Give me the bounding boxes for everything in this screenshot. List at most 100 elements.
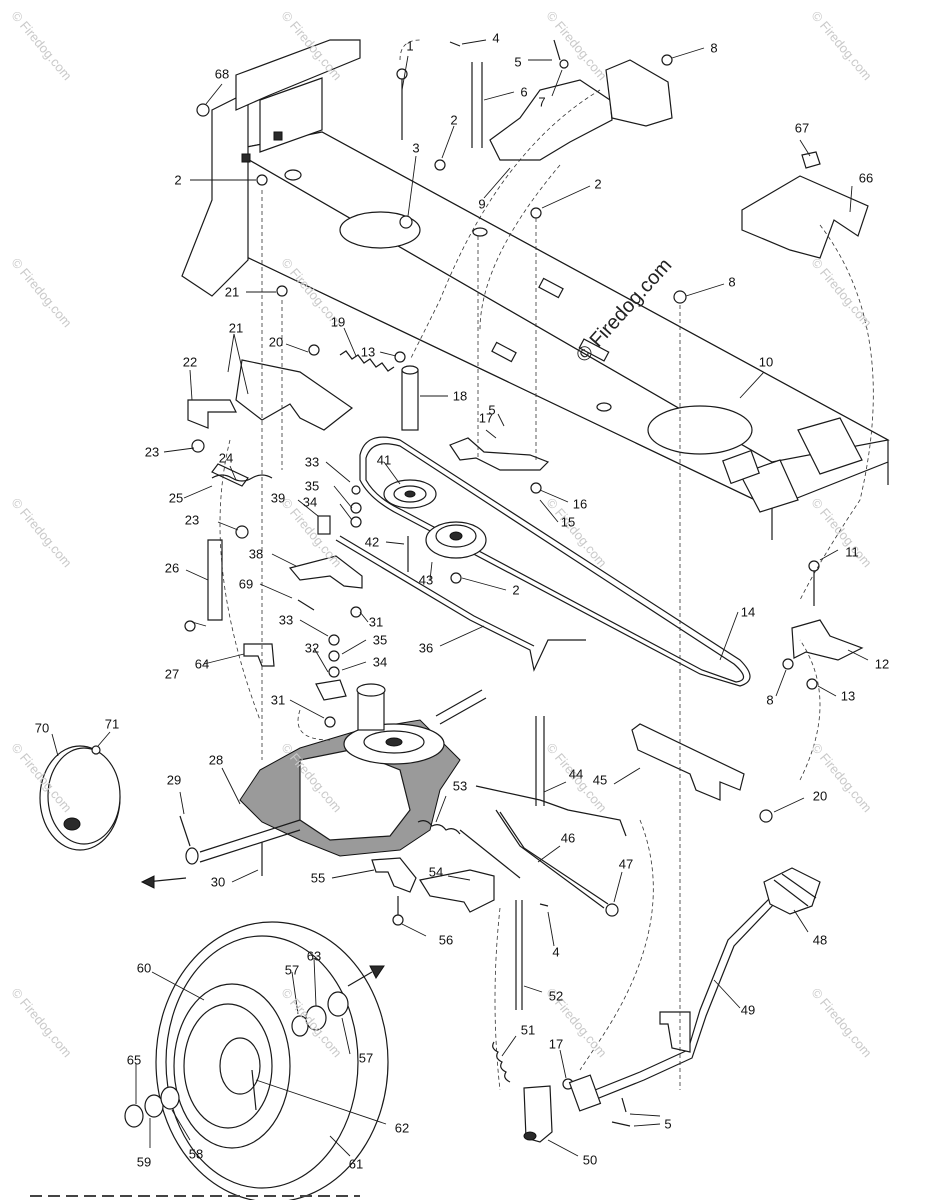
callout-2: 2 bbox=[174, 172, 182, 188]
callout-51: 51 bbox=[520, 1022, 536, 1038]
callout-17: 17 bbox=[478, 410, 494, 426]
callout-38: 38 bbox=[248, 546, 264, 562]
callout-36: 36 bbox=[418, 640, 434, 656]
callout-15: 15 bbox=[560, 514, 576, 530]
callout-34: 34 bbox=[372, 654, 388, 670]
callout-61: 61 bbox=[348, 1156, 364, 1172]
callout-4: 4 bbox=[552, 944, 560, 960]
callout-50: 50 bbox=[582, 1152, 598, 1168]
callout-5: 5 bbox=[488, 402, 496, 418]
callout-29: 29 bbox=[166, 772, 182, 788]
callout-14: 14 bbox=[740, 604, 756, 620]
callout-65: 65 bbox=[126, 1052, 142, 1068]
callout-8: 8 bbox=[766, 692, 774, 708]
wheel bbox=[124, 921, 389, 1200]
callout-45: 45 bbox=[592, 772, 608, 788]
callout-31: 31 bbox=[368, 614, 384, 630]
callout-24: 24 bbox=[218, 450, 234, 466]
callout-6: 6 bbox=[520, 84, 528, 100]
upper-parts bbox=[196, 39, 869, 304]
callout-35: 35 bbox=[304, 478, 320, 494]
callout-3: 3 bbox=[412, 140, 420, 156]
callout-69: 69 bbox=[238, 576, 254, 592]
callout-23: 23 bbox=[144, 444, 160, 460]
callout-9: 9 bbox=[478, 196, 486, 212]
callout-26: 26 bbox=[164, 560, 180, 576]
callout-11: 11 bbox=[845, 544, 859, 560]
callout-8: 8 bbox=[710, 40, 718, 56]
callout-42: 42 bbox=[364, 534, 380, 550]
callout-2: 2 bbox=[594, 176, 602, 192]
callout-21: 21 bbox=[228, 320, 244, 336]
callout-4: 4 bbox=[492, 30, 500, 46]
callout-20: 20 bbox=[268, 334, 284, 350]
callout-47: 47 bbox=[618, 856, 634, 872]
callout-8: 8 bbox=[728, 274, 736, 290]
callout-19: 19 bbox=[330, 314, 346, 330]
callout-31: 31 bbox=[270, 692, 286, 708]
callout-5: 5 bbox=[514, 54, 522, 70]
rod-36 bbox=[335, 535, 586, 672]
callout-41: 41 bbox=[376, 452, 392, 468]
belt-and-pulleys bbox=[359, 436, 751, 687]
callout-21: 21 bbox=[224, 284, 240, 300]
callout-34: 34 bbox=[302, 494, 318, 510]
callout-54: 54 bbox=[428, 864, 444, 880]
callout-53: 53 bbox=[452, 778, 468, 794]
callout-32: 32 bbox=[304, 640, 320, 656]
callout-7: 7 bbox=[538, 94, 546, 110]
callout-39: 39 bbox=[270, 490, 286, 506]
callout-52: 52 bbox=[548, 988, 564, 1004]
right-brackets bbox=[631, 560, 864, 823]
callout-13: 13 bbox=[840, 688, 856, 704]
callout-63: 63 bbox=[306, 948, 322, 964]
callout-55: 55 bbox=[310, 870, 326, 886]
callout-71: 71 bbox=[104, 716, 120, 732]
lower-linkage bbox=[371, 716, 821, 1143]
callout-16: 16 bbox=[572, 496, 588, 512]
callout-23: 23 bbox=[184, 512, 200, 528]
callout-20: 20 bbox=[812, 788, 828, 804]
callout-62: 62 bbox=[394, 1120, 410, 1136]
callout-22: 22 bbox=[182, 354, 198, 370]
callout-2: 2 bbox=[450, 112, 458, 128]
callout-2: 2 bbox=[512, 582, 520, 598]
callout-17: 17 bbox=[548, 1036, 564, 1052]
callout-30: 30 bbox=[210, 874, 226, 890]
callout-64: 64 bbox=[194, 656, 210, 672]
cover-70 bbox=[39, 745, 121, 851]
callout-1: 1 bbox=[406, 38, 414, 54]
callout-33: 33 bbox=[304, 454, 320, 470]
left-middle-parts bbox=[184, 344, 419, 728]
callout-46: 46 bbox=[560, 830, 576, 846]
callout-60: 60 bbox=[136, 960, 152, 976]
callout-66: 66 bbox=[858, 170, 874, 186]
callout-28: 28 bbox=[208, 752, 224, 768]
main-frame bbox=[181, 39, 890, 540]
leader-lines bbox=[51, 39, 869, 1157]
callout-5: 5 bbox=[664, 1116, 672, 1132]
callout-48: 48 bbox=[812, 932, 828, 948]
callout-56: 56 bbox=[438, 932, 454, 948]
callout-44: 44 bbox=[568, 766, 584, 782]
callout-13: 13 bbox=[360, 344, 376, 360]
callout-49: 49 bbox=[740, 1002, 756, 1018]
callout-12: 12 bbox=[874, 656, 890, 672]
transaxle bbox=[140, 683, 487, 889]
callout-25: 25 bbox=[168, 490, 184, 506]
callout-67: 67 bbox=[794, 120, 810, 136]
callout-43: 43 bbox=[418, 572, 434, 588]
callout-18: 18 bbox=[452, 388, 468, 404]
callout-10: 10 bbox=[758, 354, 774, 370]
callout-58: 58 bbox=[188, 1146, 204, 1162]
callout-57: 57 bbox=[284, 962, 300, 978]
callout-59: 59 bbox=[136, 1154, 152, 1170]
callout-70: 70 bbox=[34, 720, 50, 736]
hidden-lines bbox=[219, 39, 874, 1091]
callout-57: 57 bbox=[358, 1050, 374, 1066]
callout-33: 33 bbox=[278, 612, 294, 628]
callout-35: 35 bbox=[372, 632, 388, 648]
callout-27: 27 bbox=[164, 666, 180, 682]
